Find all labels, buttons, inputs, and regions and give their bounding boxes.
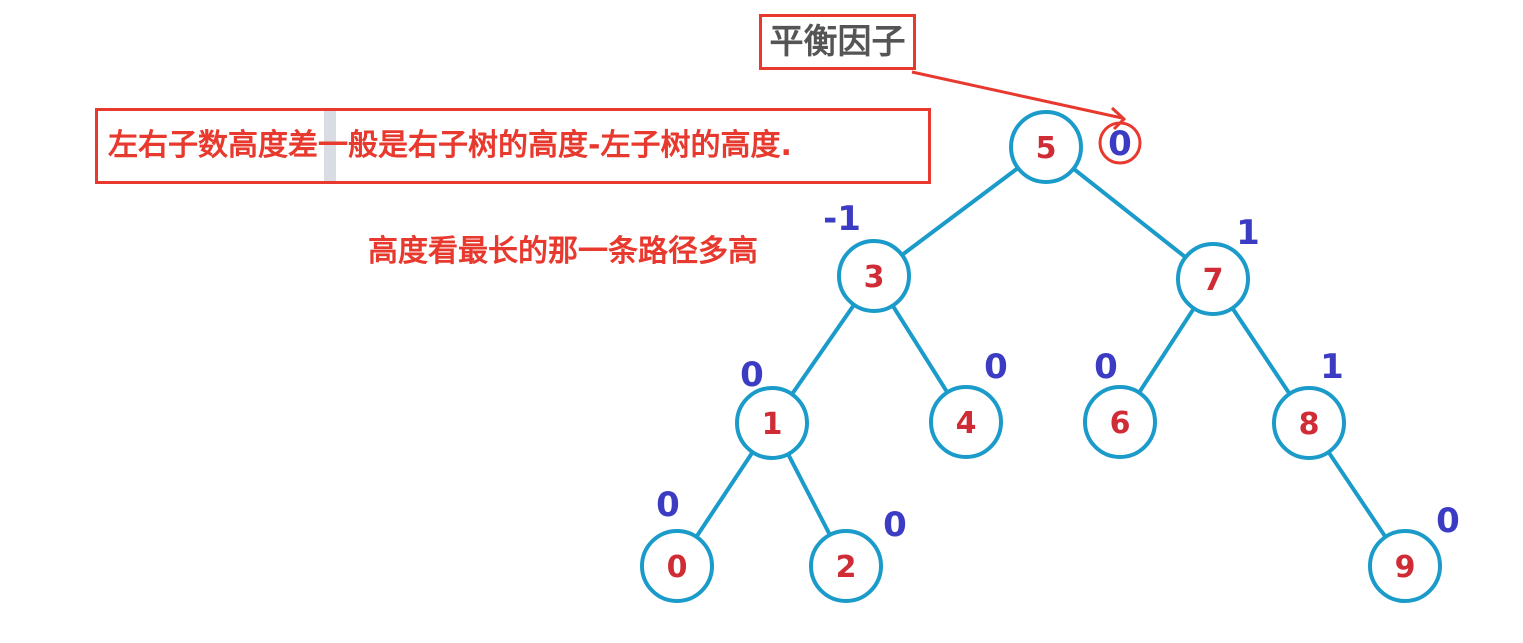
- balance-factor-4: 0: [984, 347, 1008, 387]
- tree-node-5: 5: [1009, 110, 1083, 184]
- balance-factor-8: 1: [1320, 347, 1344, 387]
- tree-edge: [1137, 307, 1196, 394]
- balance-factor-3: -1: [823, 199, 861, 239]
- node-circle: [1176, 242, 1250, 316]
- tree-edge: [900, 166, 1020, 257]
- node-label: 1: [762, 407, 783, 442]
- tree-node-7: 7: [1176, 242, 1250, 316]
- root-balance-highlight: [1098, 121, 1142, 165]
- tree-edge: [1326, 450, 1388, 539]
- height-note: 高度看最长的那一条路径多高: [368, 234, 758, 269]
- node-label: 3: [864, 260, 885, 295]
- title-text: 平衡因子: [769, 22, 906, 62]
- node-circle: [1009, 110, 1083, 184]
- node-label: 9: [1395, 550, 1416, 585]
- node-circle: [837, 239, 911, 313]
- node-circle: [929, 385, 1003, 459]
- balance-factor-5: 0: [1108, 124, 1132, 164]
- note-text: 左右子数高度差一般是右子树的高度-左子树的高度.: [108, 128, 792, 163]
- title-label: 平衡因子: [759, 14, 916, 70]
- node-circle: [1368, 529, 1442, 603]
- node-circle: [1272, 386, 1346, 460]
- annotation-arrow: [911, 70, 1142, 165]
- tree-node-8: 8: [1272, 386, 1346, 460]
- tree-edge: [786, 453, 832, 536]
- tree-node-3: 3: [837, 239, 911, 313]
- tree-node-0: 0: [640, 529, 714, 603]
- tree-edge: [1072, 167, 1187, 259]
- balance-factor-9: 0: [1436, 501, 1460, 541]
- balance-factor-1: 0: [740, 355, 764, 395]
- node-circle: [1083, 385, 1157, 459]
- node-circle: [640, 529, 714, 603]
- node-circle: [735, 386, 809, 460]
- node-label: 7: [1203, 263, 1224, 298]
- tree-node-6: 6: [1083, 385, 1157, 459]
- tree-node-4: 4: [929, 385, 1003, 459]
- node-label: 8: [1299, 407, 1320, 442]
- text-cursor-highlight: [324, 111, 336, 181]
- note-label: 左右子数高度差一般是右子树的高度-左子树的高度.: [95, 108, 931, 184]
- node-circle: [809, 529, 883, 603]
- node-label: 6: [1110, 406, 1131, 441]
- balance-factors: 0 -1 1 0 0 0 1 0 0 0: [656, 124, 1460, 545]
- balance-factor-2: 0: [883, 505, 907, 545]
- balance-factor-6: 0: [1094, 347, 1118, 387]
- tree-edge: [890, 304, 950, 394]
- tree-edge: [1230, 307, 1292, 395]
- tree-node-2: 2: [809, 529, 883, 603]
- balance-factor-0: 0: [656, 485, 680, 525]
- node-label: 5: [1036, 131, 1057, 166]
- tree-node-1: 1: [735, 386, 809, 460]
- tree-edges: [694, 166, 1388, 539]
- balance-factor-7: 1: [1236, 213, 1260, 253]
- node-label: 2: [836, 550, 857, 585]
- tree-edge: [790, 303, 856, 396]
- tree-node-9: 9: [1368, 529, 1442, 603]
- node-label: 4: [956, 406, 977, 441]
- node-label: 0: [667, 550, 688, 585]
- tree-edge: [694, 451, 755, 538]
